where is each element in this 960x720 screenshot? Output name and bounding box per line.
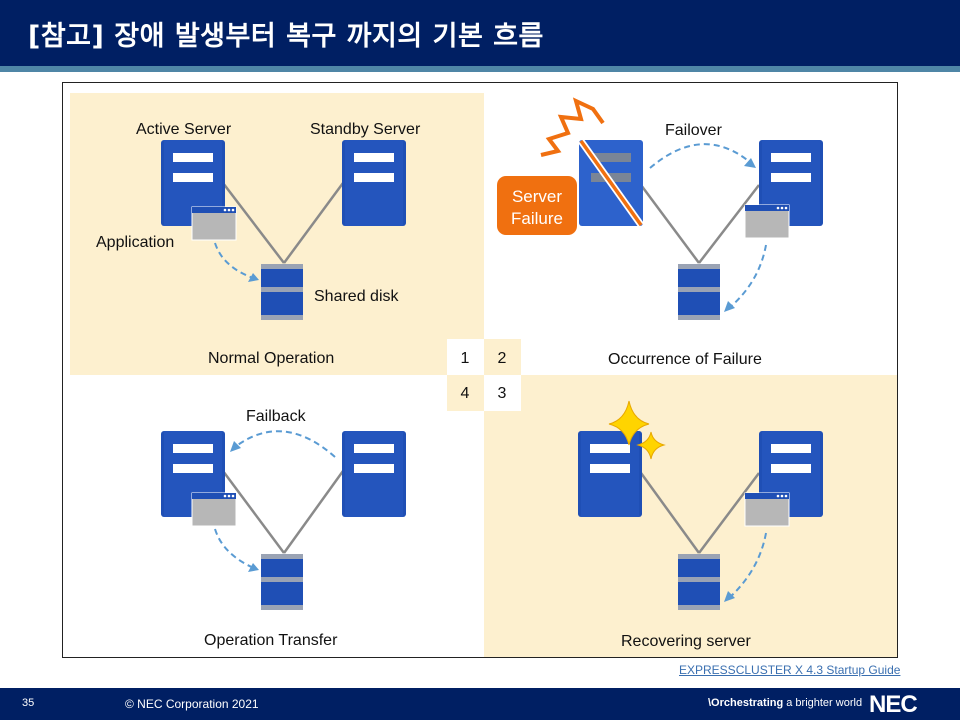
step-number-grid: 1 2 4 3: [447, 339, 521, 411]
dashed-arrow: [214, 242, 257, 280]
server-icon: [578, 431, 642, 517]
shared-disk-icon: [261, 554, 303, 610]
failback-arrow: [234, 430, 336, 458]
shared-disk-label: Shared disk: [314, 288, 399, 305]
panel-3-background: [484, 375, 897, 657]
panel-1-background: [70, 93, 484, 375]
application-window-icon: [191, 206, 237, 241]
dashed-arrow: [727, 532, 767, 600]
application-window-icon: [191, 492, 237, 527]
server-icon: [342, 140, 406, 226]
tagline-suffix: a brighter world: [783, 697, 863, 709]
active-server-label: Active Server: [136, 121, 232, 138]
page-title: [참고] 장애 발생부터 복구 까지의 기본 흐름: [28, 21, 544, 52]
diagram-frame: Active Server Standby Server Application…: [62, 82, 898, 658]
step-number-1: 1: [461, 350, 470, 367]
tagline: \Orchestrating a brighter world: [708, 697, 862, 709]
shared-disk-icon: [261, 264, 303, 320]
caption-normal-operation: Normal Operation: [208, 350, 334, 367]
server-failure-badge: [497, 176, 577, 235]
panel-occurrence-of-failure: Server Failure Failover Occurrence of Fa…: [497, 97, 823, 368]
lightning-icon: [540, 97, 605, 157]
server-failure-line1: Server: [512, 187, 562, 206]
panel-normal-operation: Active Server Standby Server Application…: [96, 121, 421, 367]
failover-label: Failover: [665, 122, 723, 139]
header-stripe: [0, 66, 960, 72]
application-window-icon: [744, 492, 790, 527]
panel-operation-transfer: Failback Operation Transfer: [161, 408, 406, 649]
sparkle-icon: [608, 400, 666, 460]
source-link[interactable]: EXPRESSCLUSTER X 4.3 Startup Guide: [679, 663, 901, 677]
application-window-icon: [744, 204, 790, 239]
dashed-arrow: [214, 528, 257, 570]
server-icon: [342, 431, 406, 517]
shared-disk-icon: [678, 554, 720, 610]
copyright-text: © NEC Corporation 2021: [125, 697, 259, 711]
standby-server-label: Standby Server: [310, 121, 421, 138]
application-label: Application: [96, 234, 174, 251]
nec-logo: NEC: [869, 691, 918, 718]
shared-disk-icon: [678, 264, 720, 320]
tagline-prefix: \Orchestrating: [708, 697, 784, 709]
dashed-arrow: [727, 244, 767, 310]
caption-operation-transfer: Operation Transfer: [204, 632, 338, 649]
server-failure-line2: Failure: [511, 209, 563, 228]
step-number-4: 4: [461, 385, 470, 402]
failback-label: Failback: [246, 408, 307, 425]
page-number: 35: [22, 697, 35, 709]
header-bar: [참고] 장애 발생부터 복구 까지의 기본 흐름: [0, 0, 960, 66]
failover-diagram: Active Server Standby Server Application…: [70, 93, 897, 657]
step-number-3: 3: [498, 385, 507, 402]
panel-recovering-server: Recovering server: [578, 400, 823, 650]
failover-arrow: [649, 143, 752, 169]
caption-occurrence-of-failure: Occurrence of Failure: [608, 351, 762, 368]
caption-recovering-server: Recovering server: [621, 633, 752, 650]
failed-server-icon: [578, 138, 644, 228]
footer-bar: 35 © NEC Corporation 2021 \Orchestrating…: [0, 688, 960, 720]
step-number-2: 2: [498, 350, 507, 367]
